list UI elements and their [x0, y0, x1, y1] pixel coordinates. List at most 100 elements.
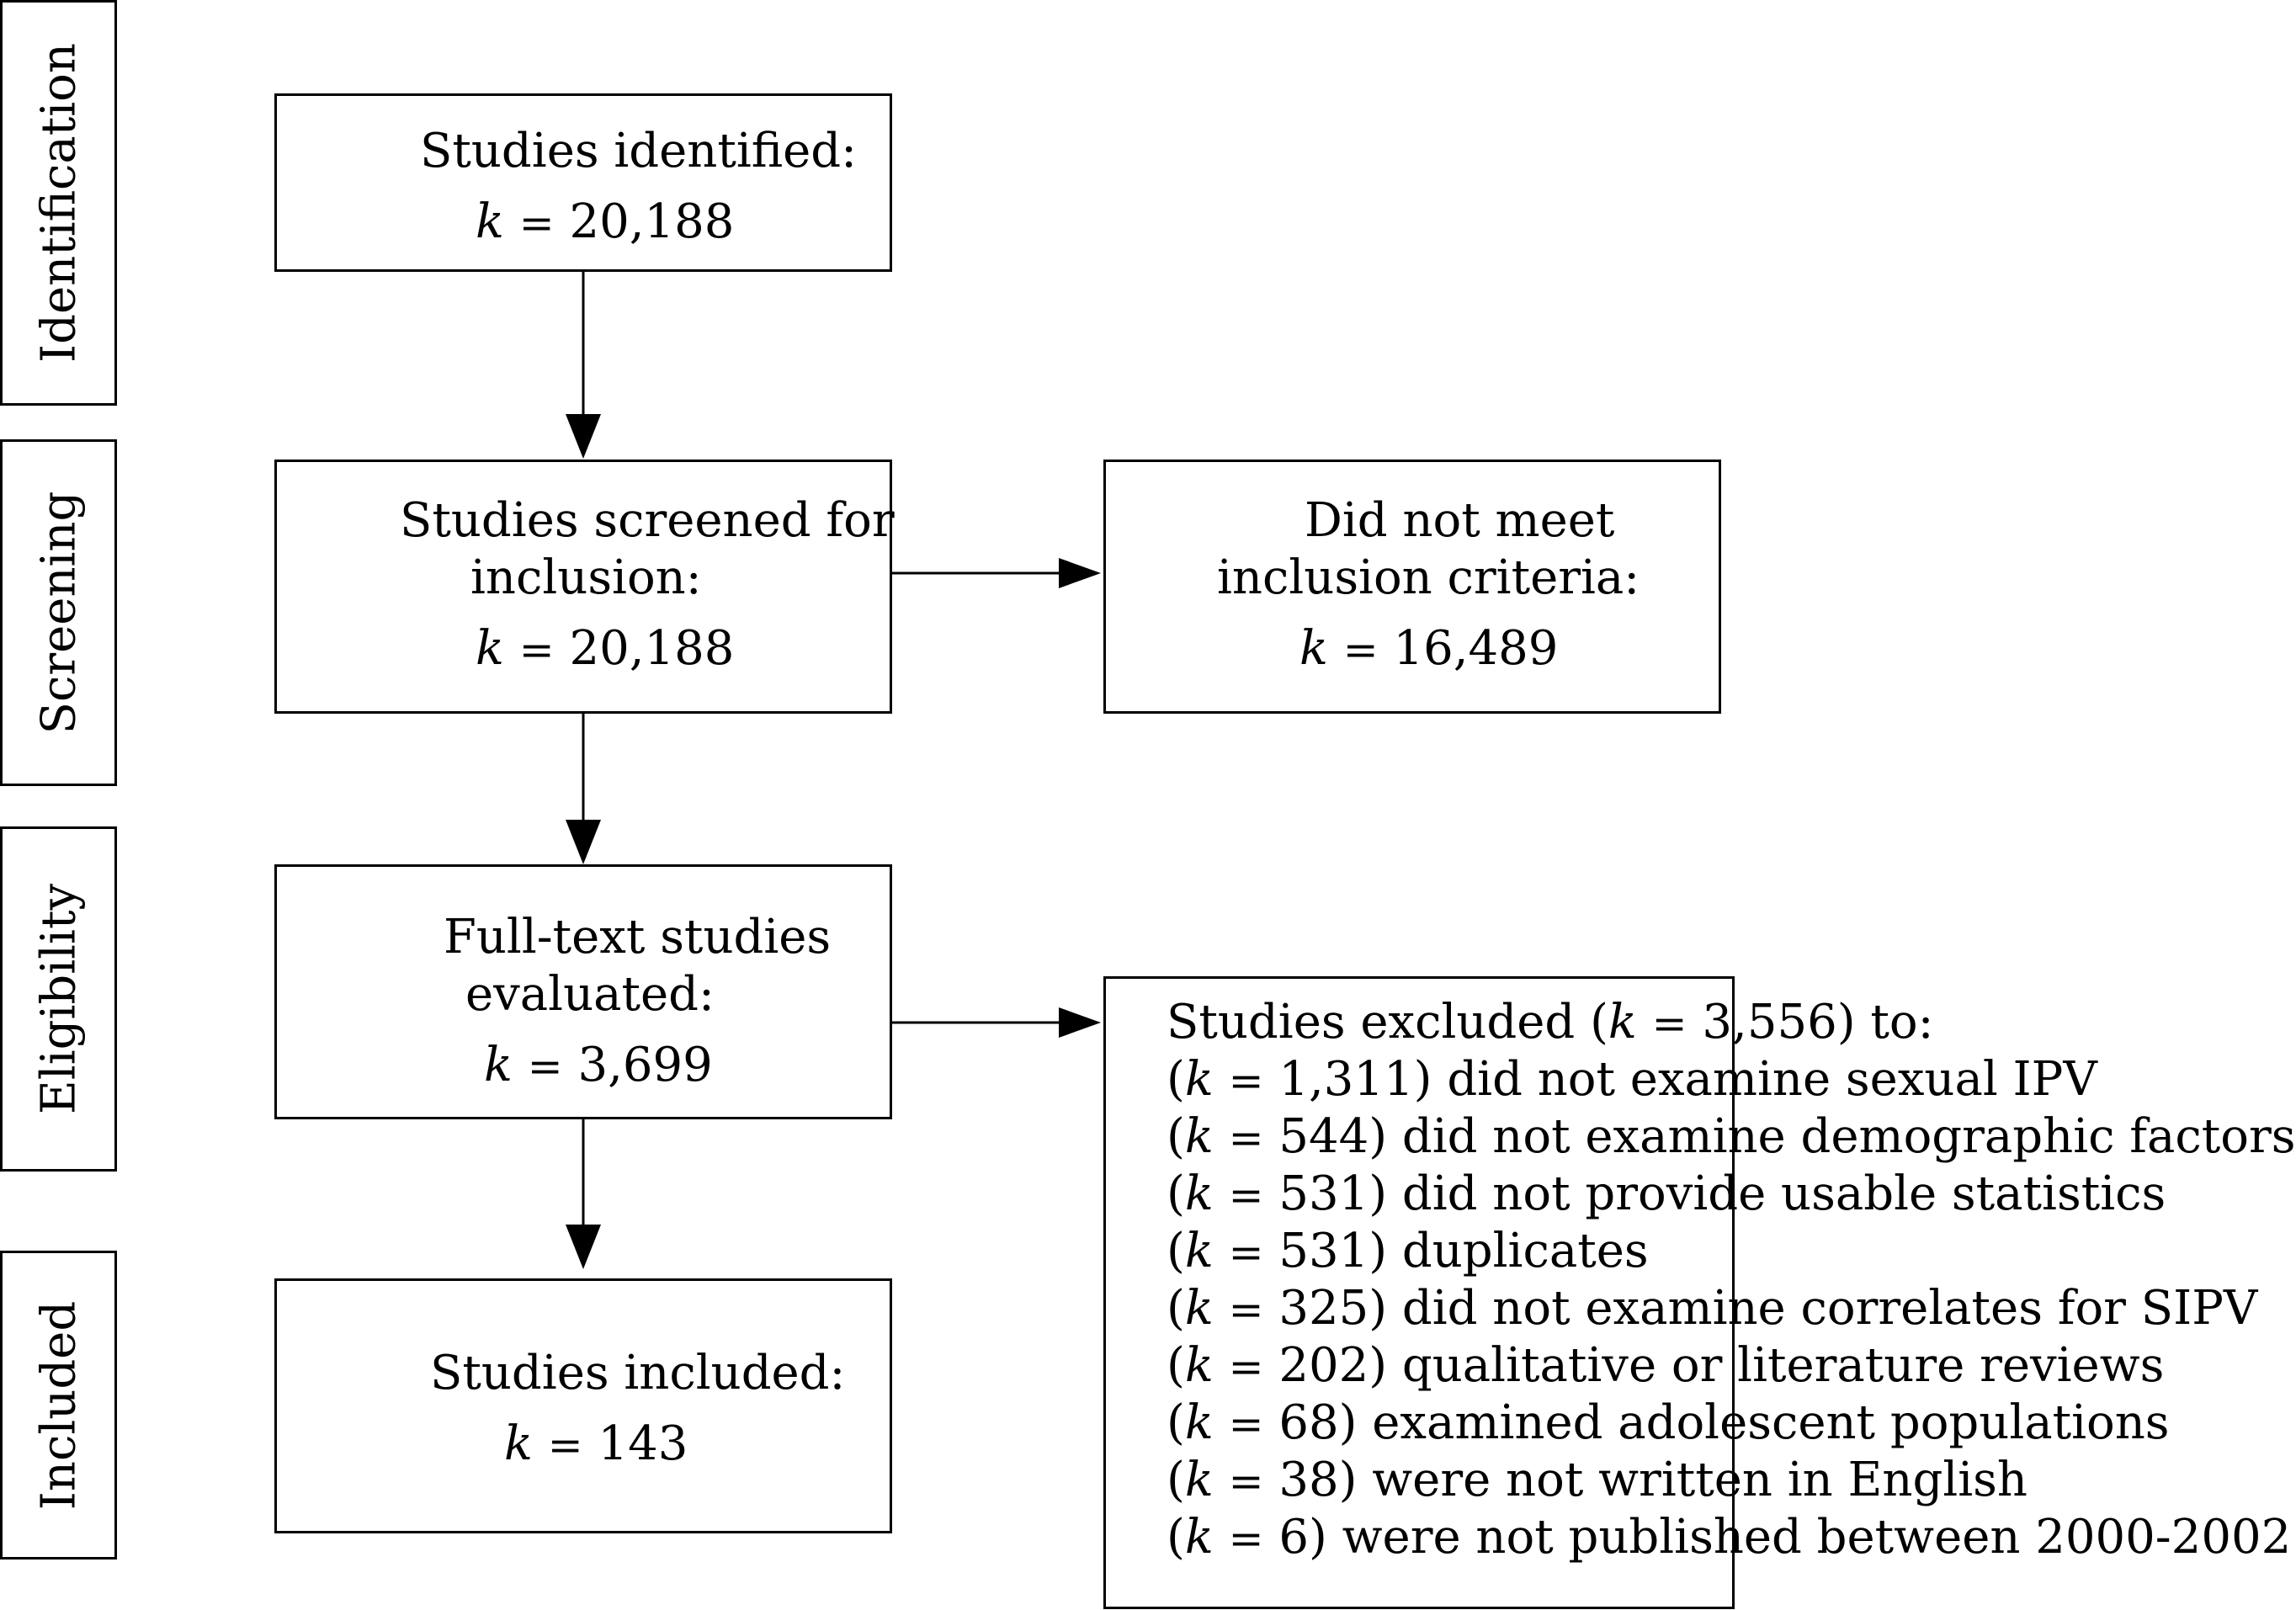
screened-k-value: 20,188 [569, 621, 735, 676]
excluded-reason: (k = 68) examined adolescent populations [1167, 1395, 2170, 1450]
excluded-header: Studies excluded (k = 3,556) to: [1167, 999, 1933, 1046]
k-symbol: k [1184, 1395, 1214, 1450]
equals-sign: = [1651, 999, 1687, 1048]
equals-sign: = [518, 625, 555, 674]
excluded-reason: (k = 202) qualitative or literature revi… [1167, 1338, 2165, 1393]
k-symbol: k [484, 1038, 513, 1092]
equals-sign: = [1228, 1342, 1264, 1391]
fulltext-k-value: 3,699 [577, 1038, 713, 1092]
k-symbol: k [504, 1416, 533, 1471]
equals-sign: = [1228, 1285, 1264, 1334]
reason-text: did not examine demographic factors [1401, 1109, 2296, 1164]
excluded-reason: (k = 531) duplicates [1167, 1224, 1649, 1278]
equals-sign: = [527, 1042, 563, 1091]
identified-count: k = 20,188 [476, 199, 734, 246]
not-meet-count: k = 16,489 [1299, 625, 1558, 672]
reason-k-value: 38 [1278, 1453, 1339, 1507]
stage-included: Included [0, 1251, 117, 1560]
k-symbol: k [476, 194, 504, 249]
screened-count: k = 20,188 [476, 625, 734, 672]
arrow-fulltext-to-included [566, 1119, 601, 1269]
box-studies-identified: Studies identified: k = 20,188 [274, 93, 892, 272]
identified-title: Studies identified: [420, 124, 857, 178]
reason-text: did not provide usable statistics [1401, 1166, 2166, 1221]
reason-k-value: 1,311 [1278, 1052, 1414, 1107]
reason-k-value: 531 [1278, 1224, 1369, 1278]
box-studies-screened: Studies screened for inclusion: k = 20,1… [274, 460, 895, 714]
arrowhead [1059, 1007, 1101, 1038]
arrow-screened-to-not-meet [892, 558, 1101, 588]
k-symbol: k [1184, 1281, 1214, 1336]
k-symbol: k [1184, 1510, 1214, 1565]
k-symbol: k [1184, 1109, 1214, 1164]
box-fulltext-evaluated: Full-text studies evaluated: k = 3,699 [274, 864, 892, 1119]
equals-sign: = [1228, 1400, 1264, 1448]
not-meet-title-line2: inclusion criteria: [1217, 550, 1640, 605]
fulltext-title-line2: evaluated: [465, 967, 715, 1022]
screened-title-line2: inclusion: [470, 550, 702, 605]
reason-k-value: 544 [1278, 1109, 1369, 1164]
equals-sign: = [1342, 625, 1379, 674]
equals-sign: = [1228, 1228, 1264, 1277]
identified-k-value: 20,188 [569, 194, 735, 249]
stage-identification: Identification [0, 0, 117, 406]
reason-k-value: 531 [1278, 1166, 1369, 1221]
k-symbol: k [1184, 1224, 1214, 1278]
excluded-header-prefix: Studies excluded ( [1167, 995, 1608, 1049]
fulltext-title-line1: Full-text studies [444, 910, 832, 964]
arrowhead [566, 1225, 601, 1269]
included-count: k = 143 [504, 1421, 688, 1468]
excluded-reason: (k = 531) did not provide usable statist… [1167, 1166, 2166, 1221]
k-symbol: k [1184, 1052, 1214, 1107]
arrowhead [566, 820, 601, 864]
included-k-value: 143 [598, 1416, 688, 1471]
box-studies-included: Studies included: k = 143 [274, 1278, 892, 1533]
box-not-meet-criteria: Did not meet inclusion criteria: k = 16,… [1103, 460, 1721, 714]
box-studies-excluded: Studies excluded (k = 3,556) to: (k = 1,… [1103, 976, 2296, 1609]
excluded-header-suffix: ) to: [1836, 995, 1934, 1049]
reason-text: examined adolescent populations [1372, 1395, 2170, 1450]
arrowhead [566, 414, 601, 459]
arrowhead [1059, 558, 1101, 588]
excluded-header-k: 3,556 [1702, 995, 1837, 1049]
equals-sign: = [1228, 1514, 1264, 1563]
reason-text: duplicates [1401, 1224, 1649, 1278]
arrow-screened-to-fulltext [566, 714, 601, 864]
not-meet-title-line1: Did not meet [1305, 493, 1615, 548]
equals-sign: = [1228, 1113, 1264, 1162]
excluded-reason: (k = 325) did not examine correlates for… [1167, 1281, 2258, 1336]
arrow-fulltext-to-excluded [892, 1007, 1101, 1038]
stage-eligibility: Eligibility [0, 826, 117, 1172]
stage-screening: Screening [0, 439, 117, 786]
included-title: Studies included: [430, 1346, 846, 1400]
equals-sign: = [1228, 1056, 1264, 1105]
fulltext-count: k = 3,699 [484, 1042, 713, 1089]
equals-sign: = [1228, 1171, 1264, 1219]
excluded-reason: (k = 1,311) did not examine sexual IPV [1167, 1052, 2097, 1107]
equals-sign: = [518, 199, 555, 247]
reason-text: did not examine sexual IPV [1447, 1052, 2097, 1107]
k-symbol: k [1608, 995, 1637, 1049]
screened-title-line1: Studies screened for [400, 493, 895, 548]
k-symbol: k [1299, 621, 1328, 676]
excluded-reason: (k = 6) were not published between 2000-… [1167, 1510, 2292, 1565]
excluded-reason: (k = 544) did not examine demographic fa… [1167, 1109, 2296, 1164]
equals-sign: = [1228, 1457, 1264, 1506]
equals-sign: = [547, 1421, 583, 1469]
k-symbol: k [1184, 1166, 1214, 1221]
arrow-identified-to-screened [566, 272, 601, 459]
reason-k-value: 202 [1278, 1338, 1369, 1393]
not-meet-k-value: 16,489 [1393, 621, 1559, 676]
k-symbol: k [1184, 1338, 1214, 1393]
k-symbol: k [476, 621, 504, 676]
reason-k-value: 325 [1278, 1281, 1369, 1336]
reason-text: were not published between 2000-2002 [1342, 1510, 2292, 1565]
reason-text: qualitative or literature reviews [1401, 1338, 2165, 1393]
excluded-reason: (k = 38) were not written in English [1167, 1453, 2028, 1507]
reason-k-value: 6 [1278, 1510, 1309, 1565]
reason-text: were not written in English [1372, 1453, 2028, 1507]
reason-text: did not examine correlates for SIPV [1401, 1281, 2258, 1336]
reason-k-value: 68 [1278, 1395, 1339, 1450]
k-symbol: k [1184, 1453, 1214, 1507]
